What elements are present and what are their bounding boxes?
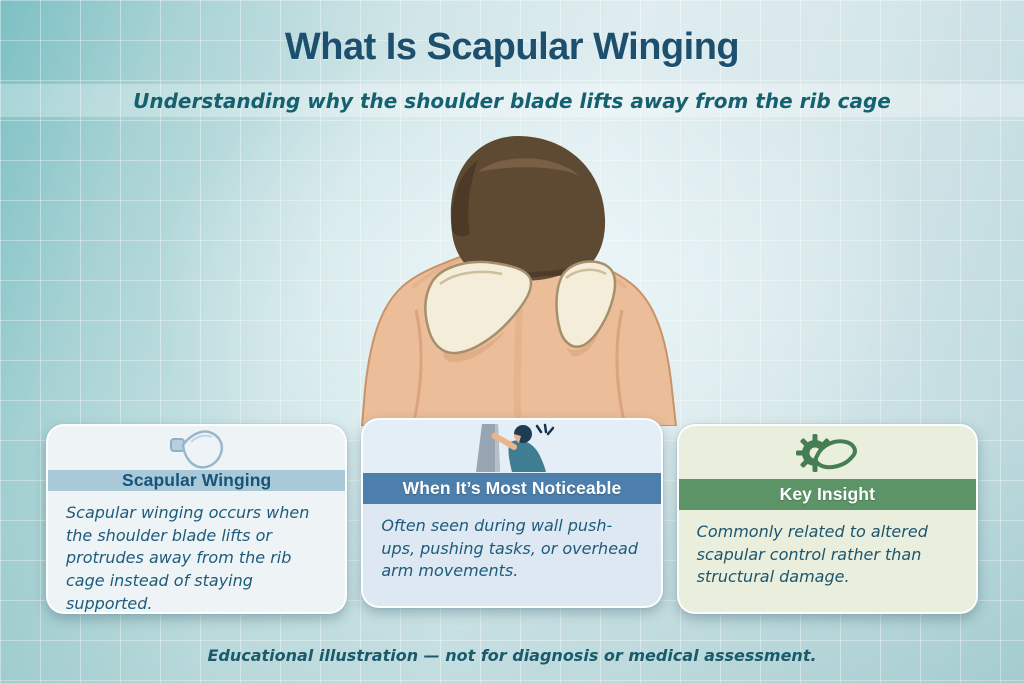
hair	[450, 136, 606, 281]
card-title-band: Scapular Winging	[48, 470, 346, 491]
card-key-insight: Key Insight Commonly related to altered …	[676, 424, 978, 614]
page-title: What Is Scapular Winging	[284, 26, 740, 68]
right-arm-crease	[615, 309, 627, 427]
back-view-illustration	[352, 124, 688, 427]
left-scapula-shadow	[443, 330, 506, 363]
right-scapula-bone	[555, 260, 617, 348]
card-title: Scapular Winging	[122, 470, 272, 490]
scapula-bone-icon	[169, 430, 223, 469]
card-title: Key Insight	[779, 484, 876, 504]
card-icon-area	[48, 426, 345, 470]
card-title-band: When It’s Most Noticeable	[363, 473, 661, 504]
hair-sheen	[478, 158, 580, 176]
wall-pushup-icon	[475, 423, 555, 472]
card-icon-area	[679, 426, 976, 479]
left-arm-crease	[411, 309, 423, 427]
scapular-winging-figure	[360, 136, 678, 427]
info-cards-row: Scapular Winging Scapular winging occurs…	[46, 418, 978, 614]
card-title-band: Key Insight	[678, 479, 976, 510]
subtitle-band: Understanding why the shoulder blade lif…	[0, 84, 1024, 117]
card-body-text: Commonly related to altered scapular con…	[696, 522, 928, 587]
card-scapular-winging: Scapular Winging Scapular winging occurs…	[46, 424, 348, 614]
card-title: When It’s Most Noticeable	[402, 478, 622, 498]
card-when-noticeable: When It’s Most Noticeable Often seen dur…	[361, 418, 663, 608]
page-subtitle: Understanding why the shoulder blade lif…	[133, 88, 891, 113]
card-icon-area	[363, 420, 661, 473]
gear-scapula-icon	[796, 433, 858, 472]
card-body-text: Scapular winging occurs when the shoulde…	[66, 503, 310, 613]
left-scapula-ridge	[439, 270, 503, 286]
disclaimer-text: Educational illustration — not for diagn…	[207, 646, 817, 665]
right-scapula-ridge	[565, 268, 607, 280]
right-scapula-shadow	[566, 330, 600, 357]
left-scapula-bone	[424, 260, 533, 355]
card-body-text: Often seen during wall push-ups, pushing…	[381, 516, 638, 581]
hair-fringe	[451, 160, 478, 237]
